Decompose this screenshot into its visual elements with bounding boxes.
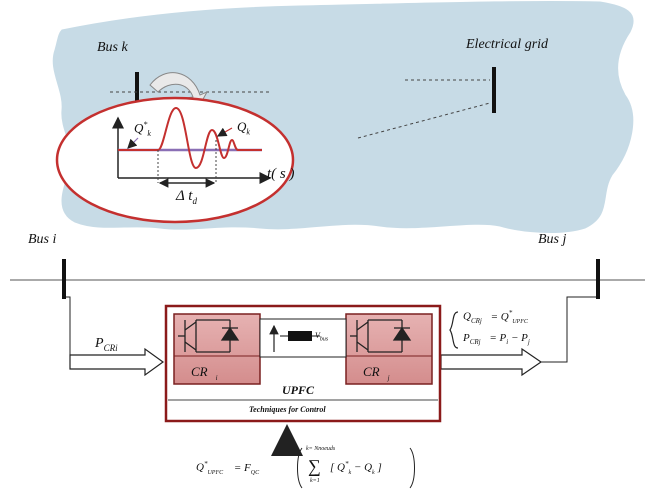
formula-paren-left (297, 447, 303, 489)
igbt-i-icon (178, 319, 240, 353)
igbt-j-icon (350, 319, 412, 353)
input-arrow-icon (69, 347, 165, 377)
qk-star-pointer (127, 137, 139, 149)
techniques-label: Techniques for Control (249, 405, 326, 414)
qk-label: Qk (237, 119, 250, 137)
wire-to-bus-j (540, 296, 596, 363)
equation-brace (449, 311, 459, 349)
grid-dashed-line-2 (357, 102, 491, 139)
sum-body: [ Q*k − Qk ] (330, 460, 382, 476)
sum-symbol: ∑ (308, 456, 321, 476)
bus-j-label: Bus j (538, 232, 567, 247)
wire-from-bus-i (66, 296, 71, 362)
response-curve (118, 106, 262, 170)
output-arrow-icon (440, 347, 543, 377)
zoom-ellipse (55, 96, 295, 224)
formula-paren-right (409, 447, 415, 489)
qk-pointer (216, 127, 233, 137)
equation-p-crj: PCRj = Pi − Pj (463, 332, 530, 347)
vbus-label: Vbus (315, 331, 329, 343)
bus-i-label: Bus i (28, 232, 57, 247)
cr-i-module (173, 313, 261, 385)
time-axis-label: t( s ) (267, 166, 295, 182)
cr-j-module (345, 313, 433, 385)
sum-lower-limit: k=1 (310, 478, 320, 484)
p-cri-label: PCRi (95, 336, 118, 353)
upfc-title: UPFC (282, 383, 315, 397)
delta-t-label: Δ td (176, 188, 197, 206)
bus-k-label: Bus k (97, 40, 128, 55)
equation-q-crj: QCRj = Q*UPFC (463, 309, 528, 325)
formula-lhs: Q*UPFC = FQC (196, 460, 260, 476)
grid-label: Electrical grid (466, 37, 549, 52)
qk-star-label: Q*k (134, 120, 151, 138)
sum-upper-limit: k= Nnoeuds (306, 446, 336, 452)
